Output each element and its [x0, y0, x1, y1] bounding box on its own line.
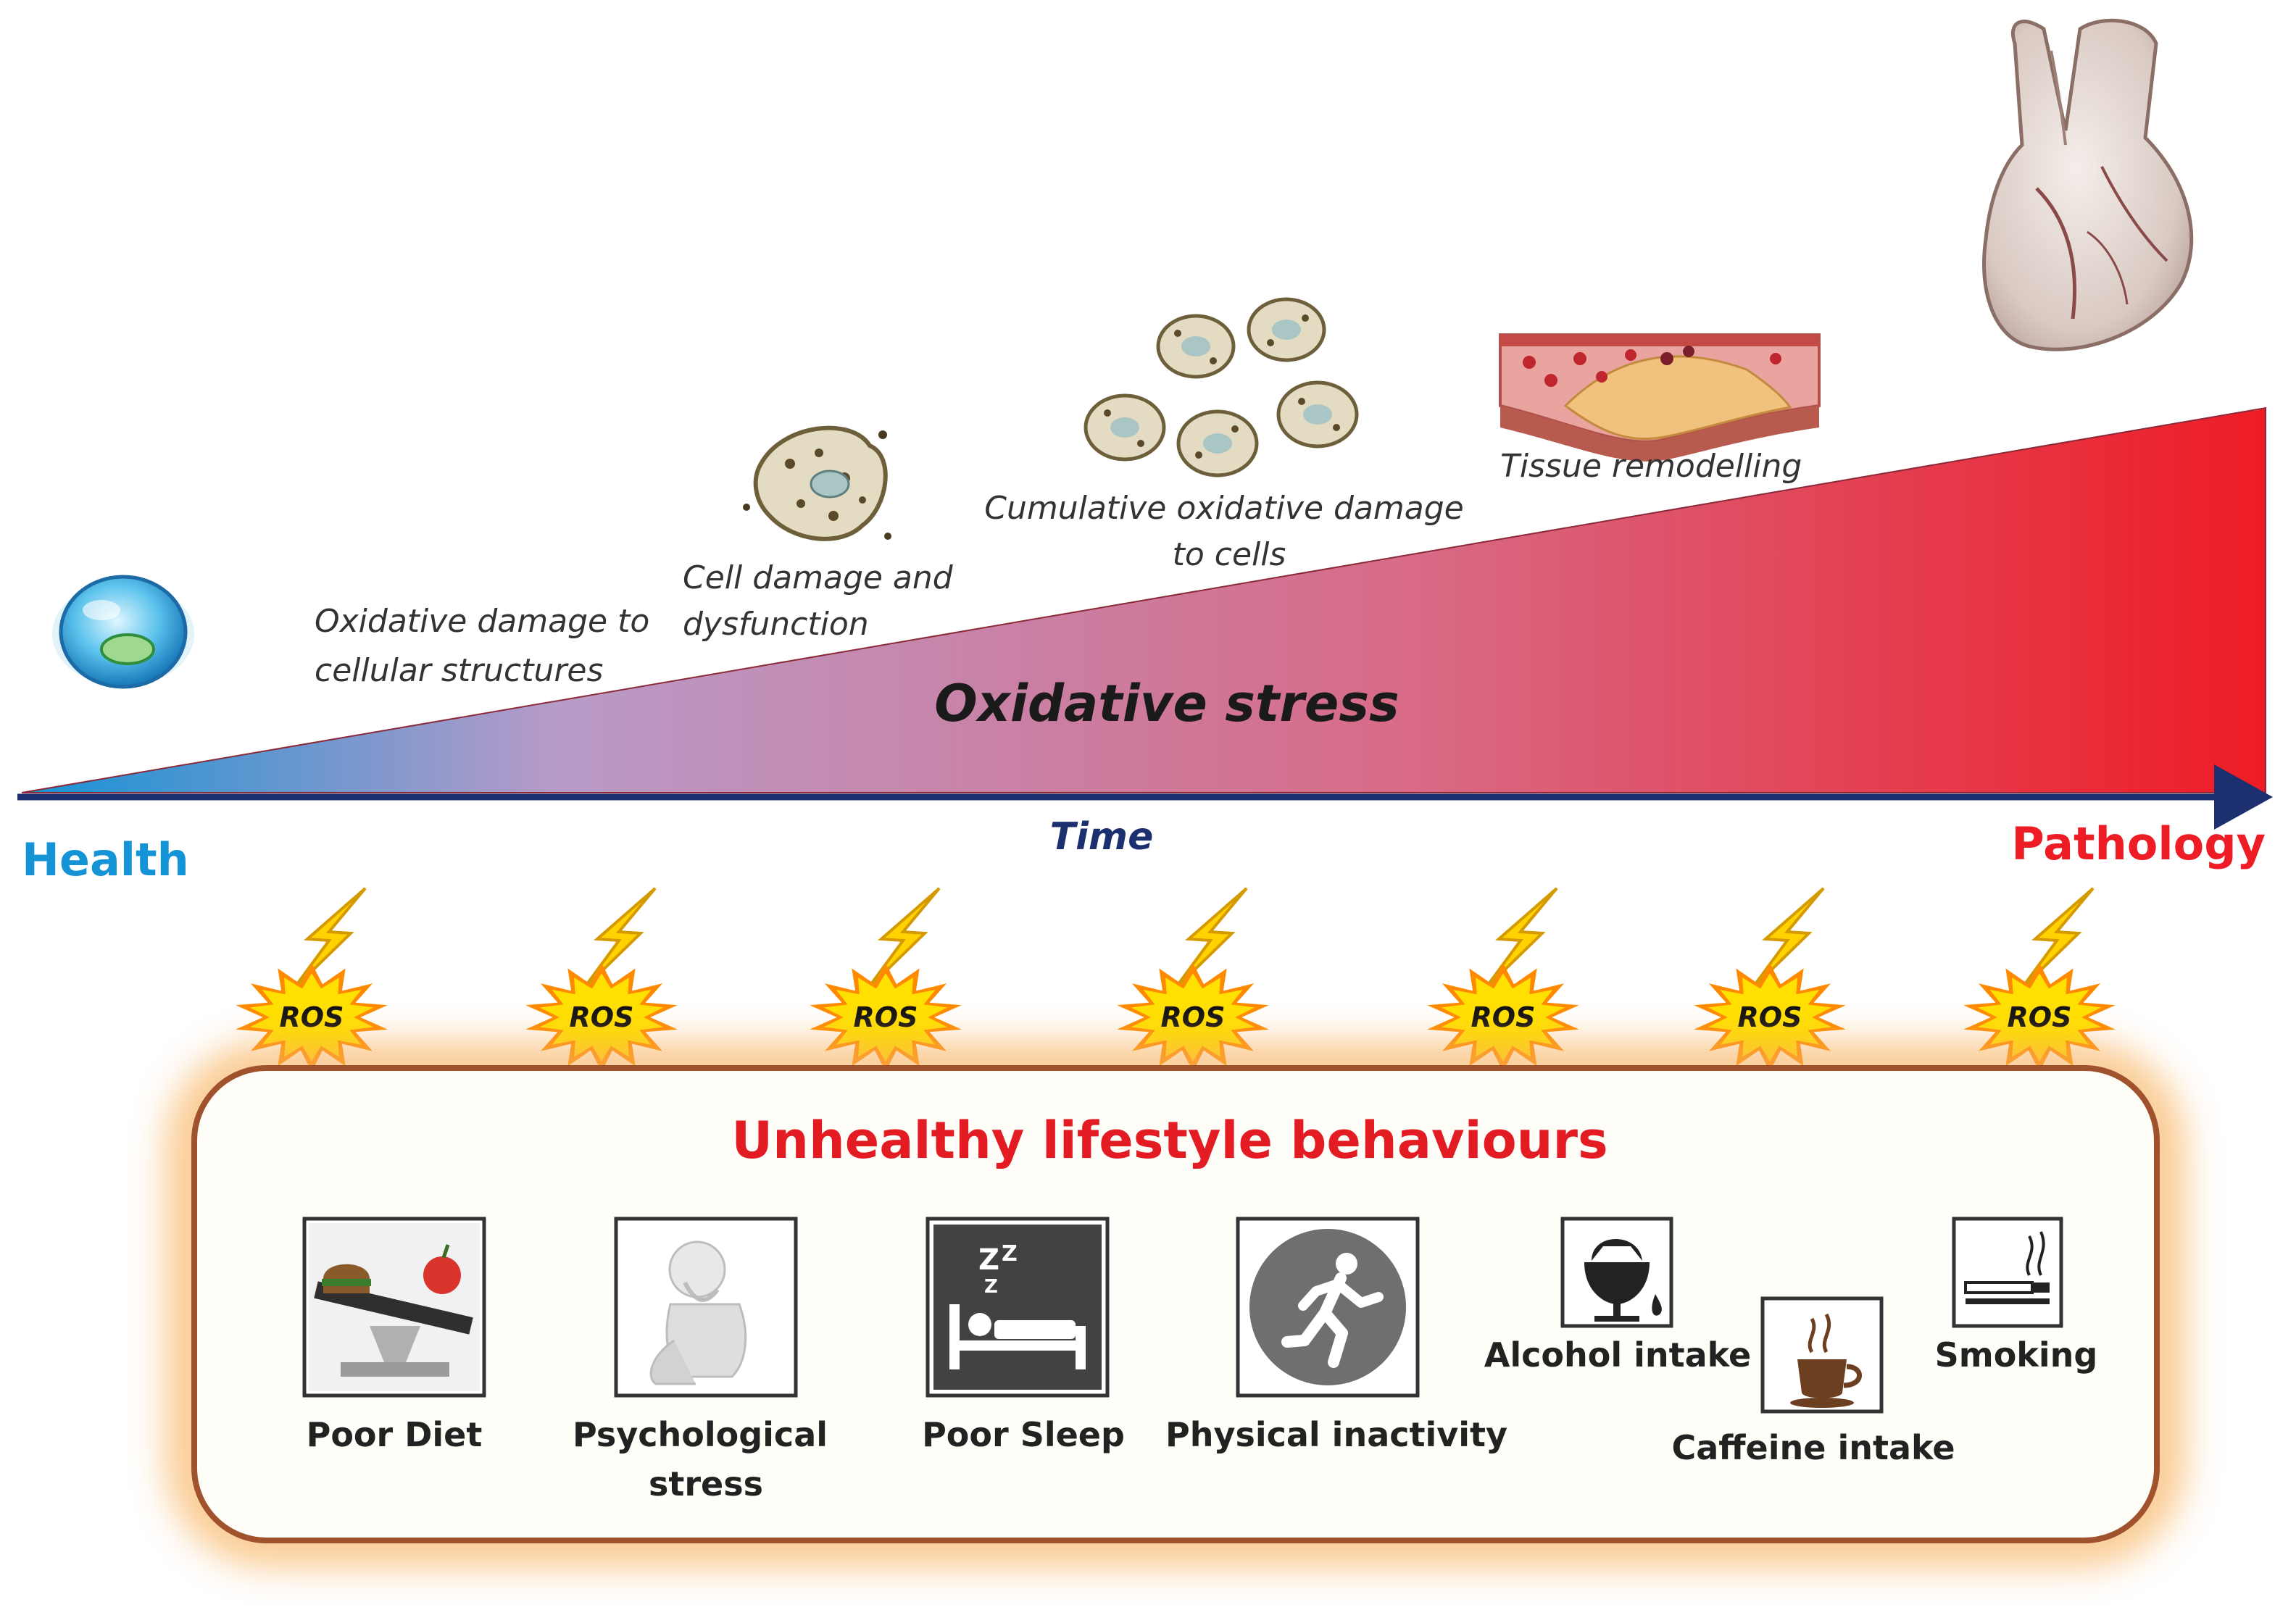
runner-icon [1236, 1217, 1420, 1398]
ros-label: ROS [1161, 1001, 1226, 1033]
label-caffeine-intake: Caffeine intake [1671, 1428, 1955, 1467]
wine-glass-icon [1560, 1217, 1673, 1328]
ros-label: ROS [280, 1001, 344, 1033]
ros-starburst-inner [1441, 973, 1565, 1061]
label-smoking: Smoking [1935, 1335, 2098, 1375]
label-alcohol-intake: Alcohol intake [1484, 1335, 1751, 1375]
ros-row: ROS ROS ROS ROS ROS ROS ROS [236, 887, 2116, 1072]
ros-starburst-inner [539, 973, 664, 1061]
lifestyle-box [168, 1043, 2183, 1565]
ros-starburst-inner [1131, 973, 1255, 1061]
ros-starburst-inner [249, 973, 374, 1061]
stage-label-tissue-remodelling: Tissue remodelling [1500, 448, 1802, 485]
oxidative-stress-wedge [21, 406, 2266, 793]
label-psychological-stress: Psychological stress [573, 1415, 839, 1503]
label-poor-diet: Poor Diet [307, 1415, 483, 1454]
damaged-cell-cluster-icon [1083, 297, 1359, 477]
ros-starburst-inner [823, 973, 948, 1061]
ros-label: ROS [2008, 1001, 2072, 1033]
ros-label: ROS [1471, 1001, 1536, 1033]
lightning-bolt-icon [865, 887, 941, 991]
health-label: Health [22, 833, 189, 886]
lightning-bolt-icon [581, 887, 657, 991]
oxidative-stress-label: Oxidative stress [934, 674, 1399, 733]
ros-label: ROS [570, 1001, 634, 1033]
lightning-bolt-icon [1483, 887, 1558, 991]
seesaw-burger-apple-icon [302, 1217, 486, 1398]
healthy-cell-icon [52, 575, 194, 689]
lightning-bolt-icon [291, 887, 367, 991]
cigarette-icon [1952, 1217, 2063, 1328]
ros-starburst-inner [1977, 973, 2102, 1061]
lightning-bolt-icon [1750, 887, 1825, 991]
stage-label-oxidative-damage: Oxidative damage to cellular structures [315, 603, 660, 689]
lightning-bolt-icon [1173, 887, 1248, 991]
damaged-cell-icon [743, 425, 891, 541]
pathology-label: Pathology [2011, 817, 2266, 870]
ros-starburst-inner [1708, 973, 1832, 1061]
heart-icon [1982, 18, 2194, 351]
lifestyle-title: Unhealthy lifestyle behaviours [731, 1111, 1607, 1170]
svg-text:Z: Z [1002, 1241, 1018, 1267]
ros-label: ROS [854, 1001, 918, 1033]
svg-text:Z: Z [984, 1276, 998, 1298]
time-label: Time [1050, 815, 1154, 859]
ros-label: ROS [1738, 1001, 1802, 1033]
lightning-bolt-icon [2019, 887, 2095, 991]
label-poor-sleep: Poor Sleep [922, 1415, 1125, 1454]
coffee-cup-icon [1760, 1296, 1884, 1414]
bed-zzz-icon: Z Z Z [926, 1217, 1110, 1398]
stage-label-cell-damage: Cell damage and dysfunction [683, 559, 963, 643]
svg-text:Z: Z [978, 1243, 999, 1277]
plaque-artery-icon [1499, 333, 1821, 462]
label-physical-inactivity: Physical inactivity [1165, 1415, 1507, 1454]
stressed-person-icon [614, 1217, 798, 1398]
stage-label-cumulative-damage: Cumulative oxidative damage to cells [984, 490, 1473, 573]
